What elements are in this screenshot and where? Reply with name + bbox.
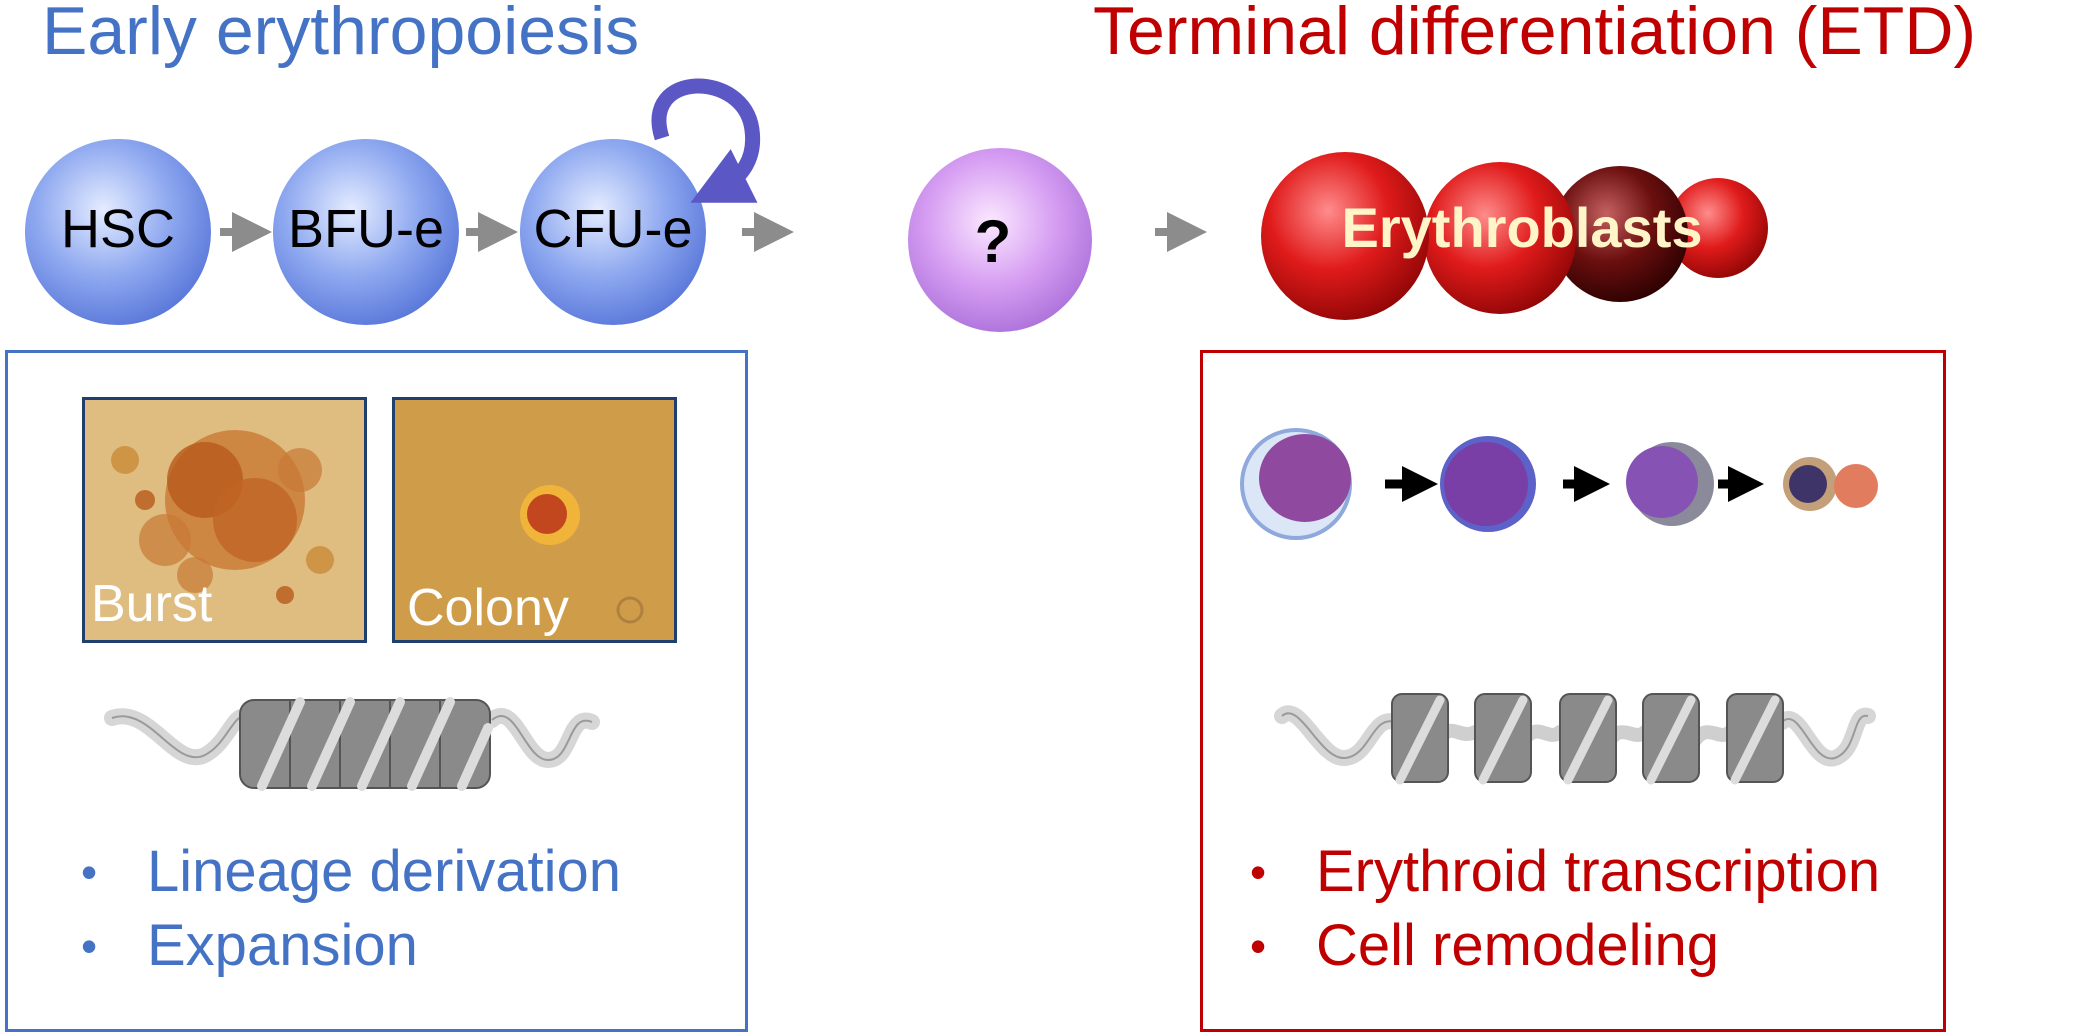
terminal-bullet-item: • Cell remodeling (1250, 909, 1880, 983)
self-renewal-arrow (651, 78, 761, 203)
cfu-e-cell (520, 139, 706, 325)
colony-label: Colony (407, 579, 569, 637)
erythroid-maturation-sequence (1240, 428, 1878, 540)
bullet-marker: • (81, 846, 98, 898)
terminal-differentiation-title: Terminal differentiation (ETD) (1093, 0, 1977, 69)
erythroblast-dark (1552, 166, 1688, 302)
burst-micrograph: Burst (82, 397, 367, 643)
early-erythropoiesis-panel (5, 350, 748, 1032)
hsc-label: HSC (60, 199, 175, 259)
expansion-text: Expansion (147, 913, 418, 978)
early-erythropoiesis-title: Early erythropoiesis (42, 0, 640, 69)
bfu-e-label: BFU-e (287, 199, 444, 259)
terminal-differentiation-panel (1200, 350, 1946, 1032)
bullet-marker: • (1250, 920, 1267, 972)
erythroblast-medium (1424, 162, 1576, 314)
unknown-cell-label: ? (975, 208, 1012, 275)
burst-label: Burst (91, 575, 213, 633)
cfu-e-label: CFU-e (533, 199, 693, 259)
erythroblast-small (1668, 178, 1768, 278)
compact-chromatin-illustration (104, 697, 600, 791)
bfu-e-cell (273, 139, 459, 325)
colony-micrograph: Colony (392, 397, 677, 643)
open-chromatin-illustration (1274, 693, 1876, 785)
terminal-bullet-list: • Erythroid transcription • Cell remodelin… (1250, 835, 1881, 983)
cell-remodeling-text: Cell remodeling (1316, 913, 1719, 978)
unknown-cell (908, 148, 1092, 332)
bullet-marker: • (1250, 846, 1267, 898)
early-bullet-list: • Lineage derivation • Expansion (81, 835, 622, 983)
hsc-cell (25, 139, 211, 325)
early-bullet-item: • Expansion (81, 909, 621, 983)
bullet-marker: • (81, 920, 98, 972)
erythroid-transcription-text: Erythroid transcription (1316, 839, 1881, 904)
terminal-bullet-item: • Erythroid transcription (1250, 835, 1881, 909)
early-bullet-item: • Lineage derivation (81, 835, 622, 909)
erythroblasts-label: Erythroblasts (1342, 196, 1703, 259)
erythroblast-large (1261, 152, 1429, 320)
lineage-derivation-text: Lineage derivation (147, 839, 622, 904)
